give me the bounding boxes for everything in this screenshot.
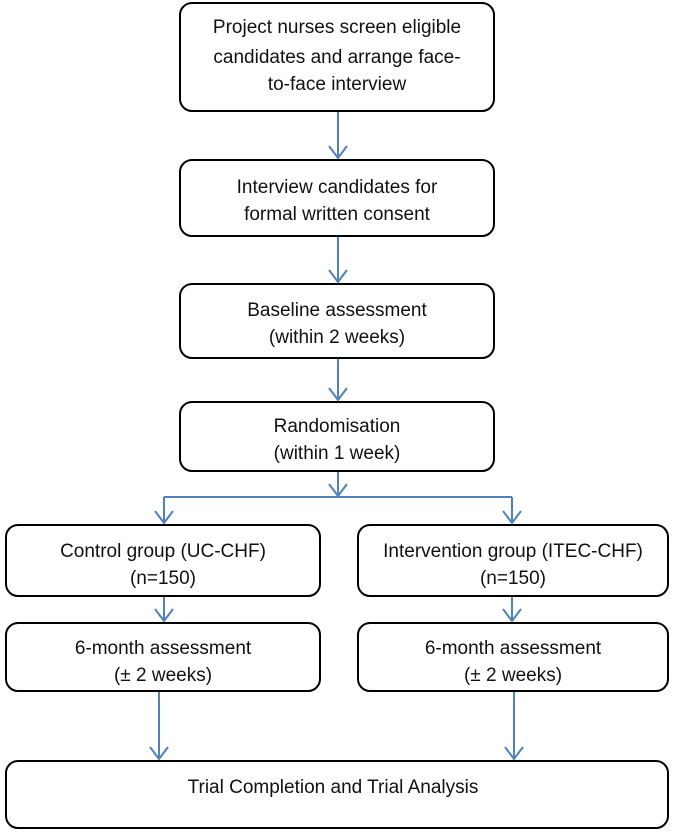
step-intervention-6-month-assessment: 6-month assessment (± 2 weeks) [357, 622, 669, 692]
step-screen-box [179, 2, 495, 112]
step-intervention-followup-box [357, 622, 669, 692]
step-control-followup-box [5, 622, 321, 692]
step-baseline-box [179, 283, 495, 359]
step-intervention-box [357, 524, 669, 597]
step-intervention-followup-line1: 6-month assessment [425, 638, 602, 659]
step-baseline-line2: (within 2 weeks) [269, 327, 405, 348]
step-screen-candidates: Project nurses screen eligible candidate… [179, 2, 495, 112]
step-randomisation-box [179, 401, 495, 472]
step-randomisation: Randomisation (within 1 week) [179, 401, 495, 472]
step-control-box [5, 524, 321, 597]
step-screen-line2: candidates and arrange face- [213, 47, 460, 68]
step-trial-completion: Trial Completion and Trial Analysis [5, 760, 669, 829]
step-control-line1: Control group (UC-CHF) [60, 541, 266, 562]
step-interview-line2: formal written consent [244, 204, 431, 225]
step-randomisation-line2: (within 1 week) [274, 443, 401, 464]
step-intervention-line1: Intervention group (ITEC-CHF) [383, 541, 643, 562]
step-baseline-assessment: Baseline assessment (within 2 weeks) [179, 283, 495, 359]
step-control-group: Control group (UC-CHF) (n=150) [5, 524, 321, 597]
step-interview-consent: Interview candidates for formal written … [179, 159, 495, 237]
step-completion-box [5, 760, 669, 829]
step-interview-line1: Interview candidates for [237, 177, 438, 198]
step-screen-line3: to-face interview [268, 74, 407, 95]
step-control-followup-line1: 6-month assessment [75, 638, 252, 659]
step-intervention-group: Intervention group (ITEC-CHF) (n=150) [357, 524, 669, 597]
step-screen-line1: Project nurses screen eligible [213, 17, 461, 38]
step-baseline-line1: Baseline assessment [247, 300, 427, 321]
connectors [159, 111, 514, 759]
step-interview-box [179, 159, 495, 237]
step-completion-line1: Trial Completion and Trial Analysis [188, 777, 479, 798]
step-control-followup-line2: (± 2 weeks) [114, 665, 212, 686]
step-control-line2: (n=150) [130, 568, 196, 589]
step-intervention-followup-line2: (± 2 weeks) [464, 665, 562, 686]
step-randomisation-line1: Randomisation [274, 416, 401, 437]
step-intervention-line2: (n=150) [480, 568, 546, 589]
step-control-6-month-assessment: 6-month assessment (± 2 weeks) [5, 622, 321, 692]
